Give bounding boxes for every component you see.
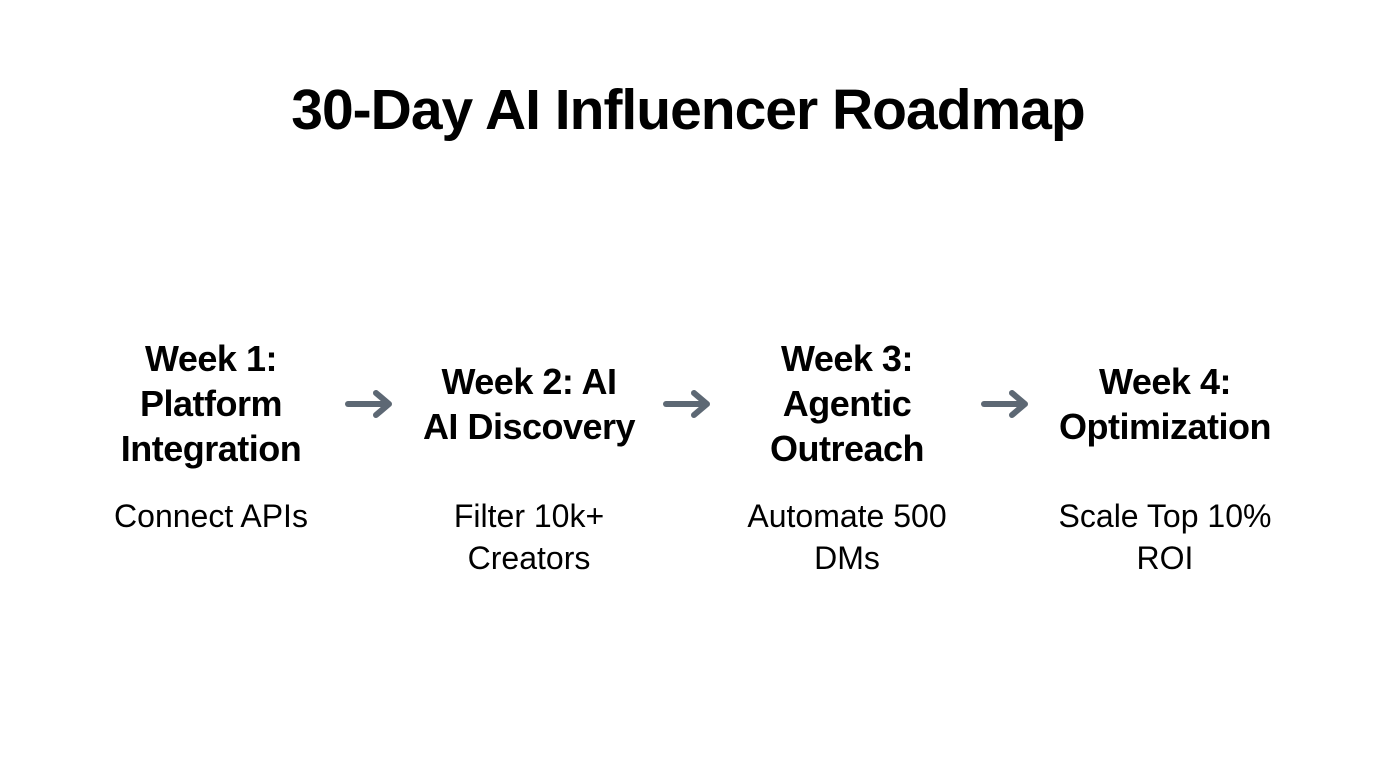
- stage-heading: Week 2: AI AI Discovery: [422, 360, 636, 447]
- stage-description: Scale Top 10% ROI: [1058, 498, 1272, 576]
- stage-description: Connect APIs: [114, 498, 308, 534]
- stage-description: Automate 500 DMs: [747, 498, 947, 576]
- arrow-right-icon: [981, 326, 1029, 481]
- arrow-right-icon: [345, 326, 393, 481]
- arrow-right-icon: [663, 326, 711, 481]
- stage-week-2: Week 2: AI AI Discovery Filter 10k+ Crea…: [393, 326, 665, 579]
- stages-row: Week 1: Platform Integration Connect API…: [0, 326, 1376, 579]
- stage-heading: Week 3: Agentic Outreach: [769, 338, 925, 469]
- stage-week-4: Week 4: Optimization Scale Top 10% ROI: [1029, 326, 1301, 579]
- stage-heading: Week 1: Platform Integration: [120, 338, 302, 469]
- stage-heading: Week 4: Optimization: [1059, 360, 1272, 447]
- stage-week-1: Week 1: Platform Integration Connect API…: [75, 326, 347, 537]
- stage-week-3: Week 3: Agentic Outreach Automate 500 DM…: [711, 326, 983, 579]
- page-title: 30-Day AI Influencer Roadmap: [291, 78, 1085, 142]
- stage-description: Filter 10k+ Creators: [453, 498, 605, 576]
